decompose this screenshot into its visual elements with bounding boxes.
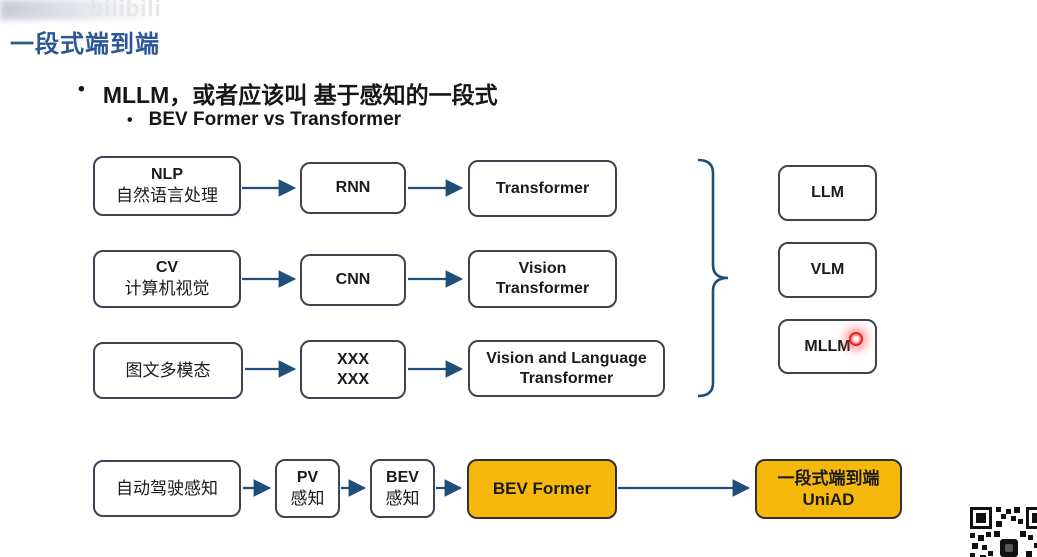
bullet-text: MLLM，或者应该叫 基于感知的一段式 [102,82,498,108]
box-line: CNN [335,271,371,288]
flow-box-xxx: XXX XXX [300,340,406,399]
page-title: 一段式端到端 [10,31,160,58]
flow-box-mllm: MLLM [778,319,877,374]
blurred-watermark [0,0,160,20]
flow-box-vision-transformer: Vision Transformer [468,250,617,308]
box-line: 计算机视觉 [124,279,210,299]
flow-box-rnn: RNN [300,162,406,214]
box-line: PV [296,468,319,486]
box-line: 感知 [290,488,325,508]
box-line: XXX [336,370,369,388]
flow-box-ad-perception: 自动驾驶感知 [93,460,241,517]
box-line: Transformer [519,369,614,387]
box-line: 图文多模态 [125,360,211,380]
flow-box-bevformer: BEV Former [467,459,617,519]
box-line: BEV [386,468,419,486]
flow-box-uniad: 一段式端到端 UniAD [755,459,902,519]
bullet-icon: • [127,111,133,129]
box-line: Vision and Language [486,349,647,367]
bullet-icon: • [78,78,85,100]
box-line: Transformer [495,179,590,197]
flow-box-cnn: CNN [300,254,406,306]
box-line: Transformer [495,280,590,297]
box-line: 自然语言处理 [116,186,218,206]
box-line: 一段式端到端 [777,468,880,488]
flow-box-nlp: NLP 自然语言处理 [93,156,241,216]
box-line: RNN [335,179,371,196]
laser-pointer-dot-icon [849,332,863,346]
flow-box-transformer: Transformer [468,160,617,217]
flow-box-cv: CV 计算机视觉 [93,250,241,308]
right-curly-brace-icon [697,158,729,398]
box-line: Vision [518,260,567,277]
box-line: 自动驾驶感知 [116,478,218,498]
box-line: BEV Former [492,479,592,499]
flow-box-multimodal: 图文多模态 [93,342,243,399]
box-line: NLP [151,166,183,184]
box-line: MLLM [804,337,851,355]
bullet-item-mllm: • MLLM，或者应该叫 基于感知的一段式 [78,76,498,110]
flow-box-vlm: VLM [778,242,877,298]
flow-box-bev: BEV 感知 [370,459,435,518]
box-line: CV [155,259,179,277]
bullet-text: BEV Former vs Transformer [148,109,402,130]
flow-box-llm: LLM [778,165,877,221]
flow-box-vision-language-transformer: Vision and Language Transformer [468,340,665,397]
flow-box-pv: PV 感知 [275,459,340,518]
box-line: 感知 [385,488,420,508]
bilibili-watermark: bilibili [90,0,162,21]
box-line: UniAD [802,490,855,509]
box-line: VLM [810,261,845,278]
qr-code-icon [968,505,1037,557]
box-line: XXX [336,350,369,368]
box-line: LLM [811,184,844,201]
bullet-item-bevformer: • BEV Former vs Transformer [127,109,401,132]
